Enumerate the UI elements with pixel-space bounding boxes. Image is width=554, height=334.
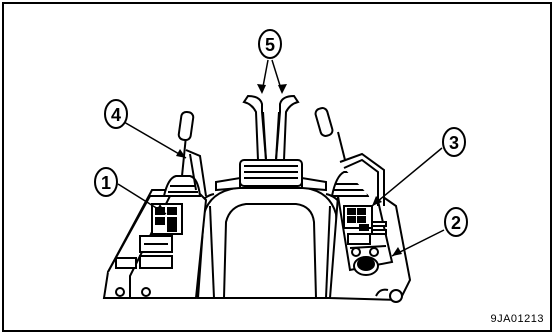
callout-3: 3 [443,128,465,156]
callout-4-label: 4 [111,105,121,125]
figure-code: 9JA01213 [490,313,544,325]
callout-2-label: 2 [451,213,461,233]
callout-1-label: 1 [101,173,111,193]
callout-1: 1 [95,168,117,196]
travel-levers [244,96,298,160]
callout-4: 4 [105,100,127,128]
rear-console [216,160,326,190]
callout-2: 2 [445,208,467,236]
leader-4 [124,122,186,158]
callout-3-label: 3 [449,133,459,153]
left-console [104,190,206,298]
operator-seat [192,188,348,298]
callout-5-label: 5 [265,35,275,55]
callout-5: 5 [259,30,281,58]
